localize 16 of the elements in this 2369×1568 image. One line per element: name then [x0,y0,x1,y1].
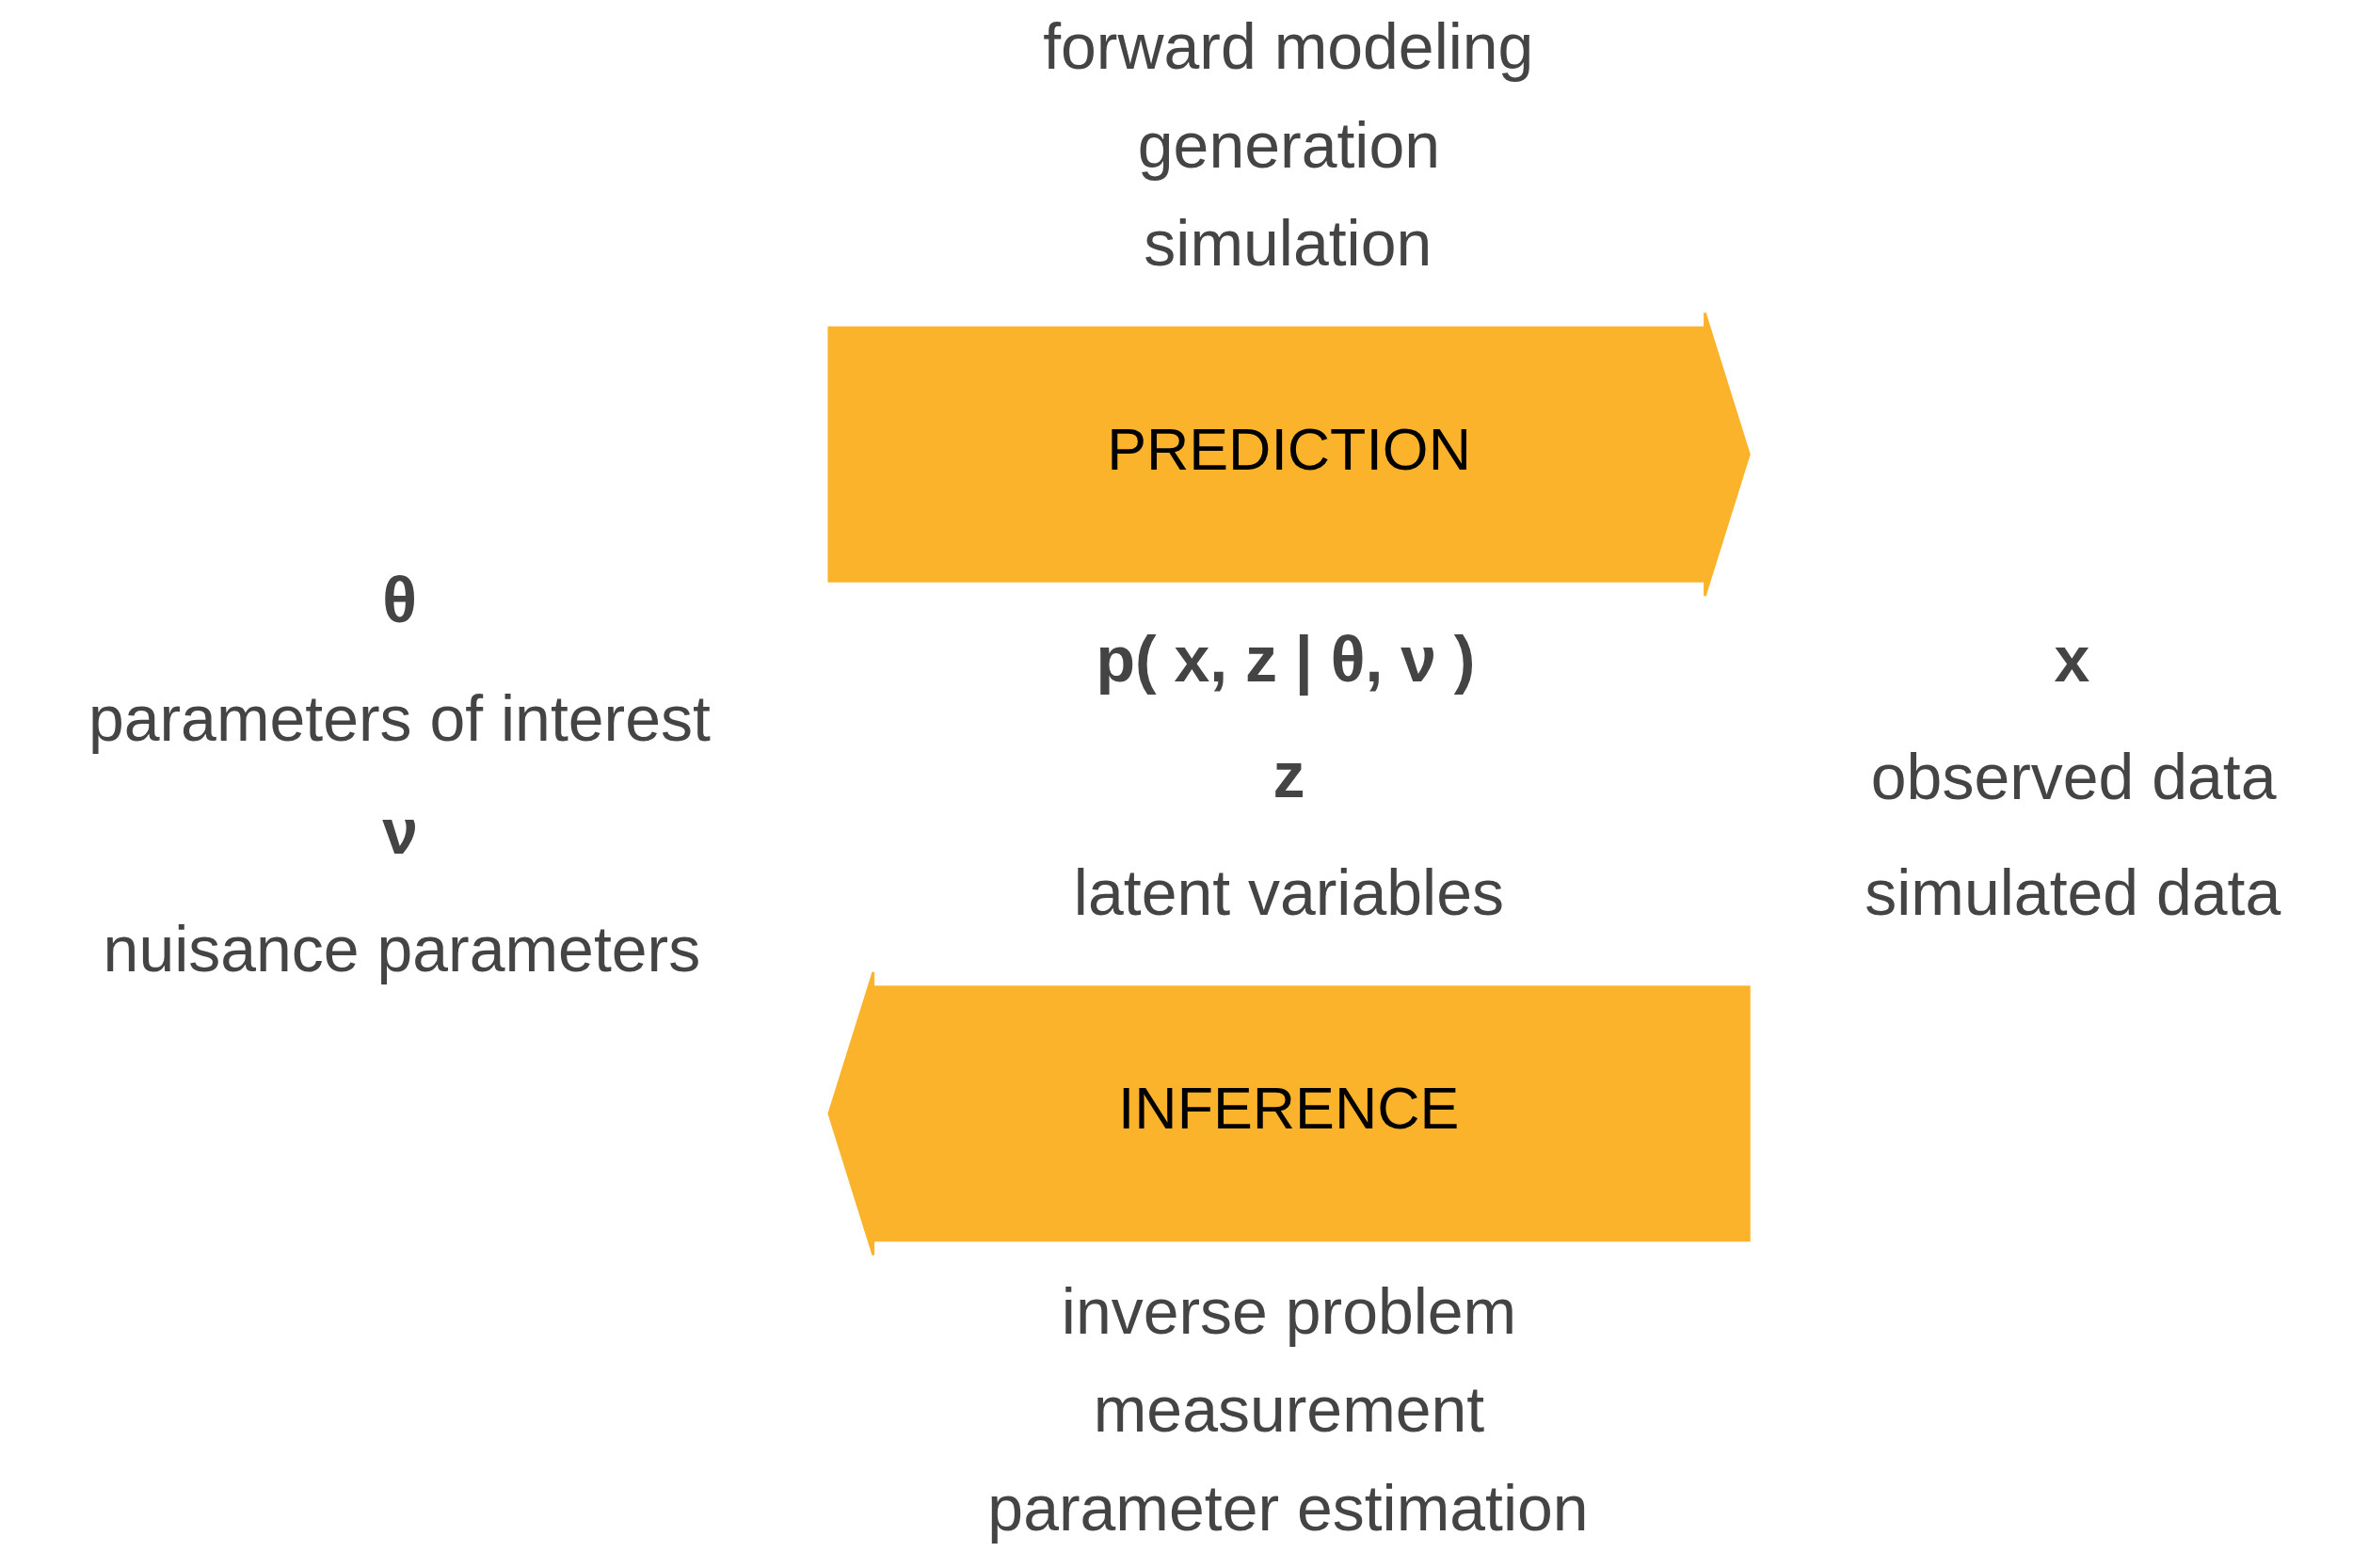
label: z [1273,738,1305,810]
node-label: forward modeling [1043,10,1534,83]
label: observed data [1870,741,2277,813]
label: simulated data [1865,856,2281,929]
node-label: measurement [1093,1373,1485,1446]
label: ν [382,794,419,867]
node-label: parameter estimation [987,1471,1589,1544]
label: latent variables [1073,856,1504,929]
label: x [2054,622,2090,695]
label: parameters of interest [88,681,711,754]
label: nuisance parameters [103,913,701,985]
node-label: simulation [1144,207,1433,280]
label: θ [382,564,418,636]
node-label: generation [1137,108,1440,181]
node-label: inverse problem [1061,1274,1517,1347]
label: p( x, z | θ, ν ) [1096,622,1476,695]
